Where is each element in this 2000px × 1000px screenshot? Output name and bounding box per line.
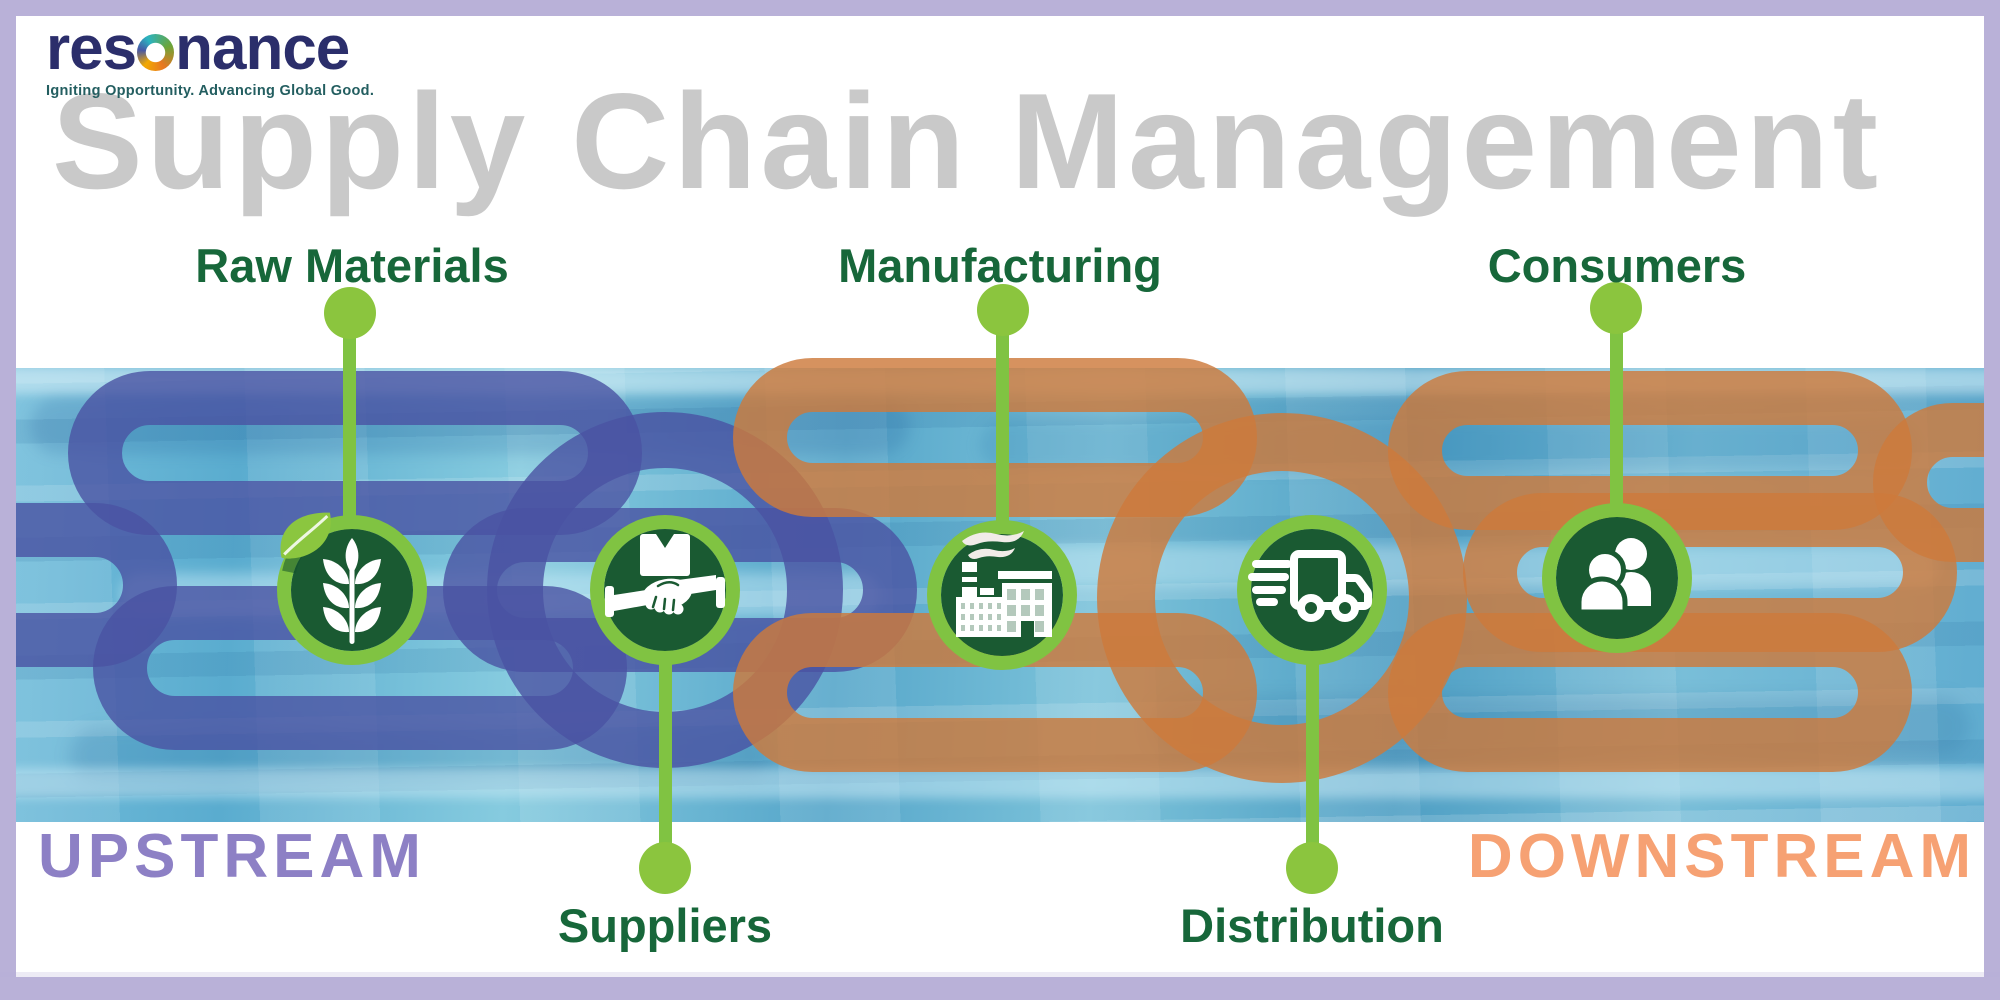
node-consumers-graphic [1542, 503, 1692, 653]
node-distribution-graphic [1237, 515, 1387, 665]
resonance-swirl-icon [137, 33, 175, 71]
node-ring [1542, 503, 1692, 653]
node-ring [1237, 515, 1387, 665]
node-manufacturing [922, 515, 1082, 675]
resonance-logo-wordmark: res nance [46, 18, 374, 80]
node-ring [277, 515, 427, 665]
stage-label-consumers: Consumers [1487, 239, 1747, 292]
node-suppliers-graphic [590, 515, 740, 665]
node-ring [927, 520, 1077, 670]
node-ring [590, 515, 740, 665]
brand-name-suffix: nance [175, 14, 350, 83]
connector-consumers [1610, 308, 1623, 543]
people-icon [1576, 538, 1651, 615]
upstream-label: UPSTREAM [38, 822, 426, 891]
brand-name-prefix: res [46, 14, 137, 83]
downstream-label: DOWNSTREAM [1467, 822, 1976, 891]
handshake-box-icon [605, 534, 725, 617]
resonance-logo: res nance Igniting Opportunity. Advancin… [46, 18, 375, 100]
stage-label-raw-materials: Raw Materials [195, 239, 509, 292]
node-consumers [1537, 498, 1697, 658]
leaf-decoration [280, 512, 331, 559]
connector-dot-consumers [1590, 282, 1642, 334]
page-title: Supply Chain Management [52, 65, 1882, 217]
wheat-icon [323, 538, 381, 644]
node-raw-materials [272, 510, 432, 670]
node-raw-materials-graphic [277, 512, 427, 665]
node-suppliers [585, 510, 745, 670]
connector-suppliers [659, 630, 672, 870]
node-distribution [1232, 510, 1392, 670]
stage-label-distribution: Distribution [1180, 899, 1444, 952]
brand-tagline: Igniting Opportunity. Advancing Global G… [46, 83, 375, 99]
connector-dot-suppliers [639, 842, 691, 894]
watercolor-light-streak [0, 768, 2000, 798]
connector-dot-raw-materials [324, 287, 376, 339]
connector-dot-manufacturing [977, 284, 1029, 336]
connector-manufacturing [996, 310, 1009, 555]
factory-icon [956, 531, 1052, 637]
connector-dot-distribution [1286, 842, 1338, 894]
connector-raw-materials [343, 313, 356, 548]
stage-label-manufacturing: Manufacturing [838, 239, 1162, 292]
connector-distribution [1306, 630, 1319, 870]
delivery-truck-icon [1248, 550, 1372, 622]
node-manufacturing-graphic [927, 520, 1077, 670]
stage-label-suppliers: Suppliers [557, 899, 773, 952]
